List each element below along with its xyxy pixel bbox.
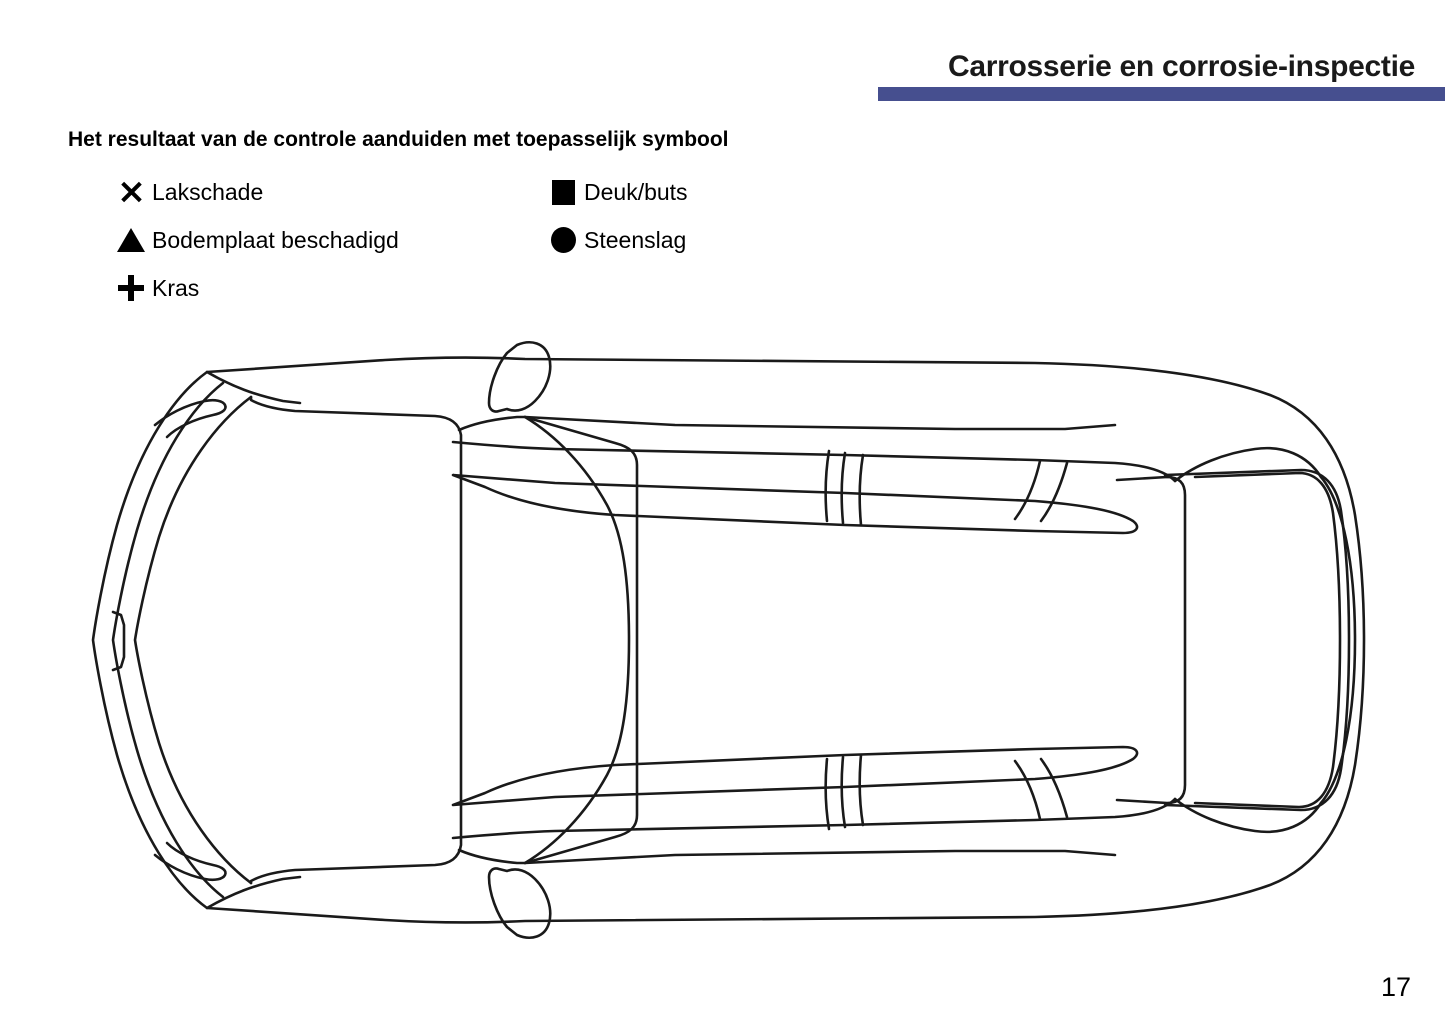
left-rear-quarter-divider-2 (1039, 461, 1069, 523)
page-number: 17 (1380, 972, 1411, 1002)
left-door-divider-a (824, 449, 831, 523)
rear-lower-corner-line (1173, 797, 1323, 834)
page-title: Carrosserie en corrosie-inspectie (948, 50, 1415, 83)
left-rear-quarter-divider (1013, 459, 1042, 521)
right-door-divider-a (824, 757, 831, 831)
roof-edge-bottom (523, 849, 1117, 865)
hood-front-crease-top (205, 370, 302, 405)
plus-icon (110, 275, 152, 301)
filled-circle-icon (542, 227, 584, 253)
left-side-window-strip (451, 440, 1177, 483)
car-diagram[interactable] (55, 325, 1395, 955)
front-fender-line-bottom (153, 841, 227, 882)
right-door-divider-b (840, 755, 847, 829)
instruction-heading: Het resultaat van de controle aanduiden … (68, 128, 729, 151)
legend-left-column: Lakschade Bodemplaat beschadigd Kras (110, 168, 399, 312)
left-side-window-lower-edge (451, 473, 1139, 535)
car-body-outline (91, 356, 1366, 924)
left-side-mirror (487, 341, 552, 413)
rear-window-panel (1115, 475, 1187, 805)
roof-edge-top (523, 415, 1117, 431)
rear-bumper-inner-line (1319, 475, 1357, 805)
right-rear-quarter-divider (1013, 759, 1042, 821)
legend-item-deuk-buts: Deuk/buts (542, 168, 688, 216)
car-top-view-svg[interactable] (55, 325, 1395, 955)
left-door-divider-c (858, 453, 865, 527)
legend-item-label: Lakschade (152, 178, 264, 205)
cross-x-icon (110, 180, 152, 204)
hood-front-crease-bottom (205, 875, 302, 910)
legend-item-label: Bodemplaat beschadigd (152, 226, 399, 253)
legend-item-lakschade: Lakschade (110, 168, 399, 216)
right-side-window-lower-edge (451, 745, 1139, 807)
right-rear-quarter-divider-2 (1039, 757, 1069, 819)
front-bumper-inner-line (111, 381, 225, 899)
legend-item-label: Kras (152, 274, 200, 301)
legend-item-bodemplaat-beschadigd: Bodemplaat beschadigd (110, 216, 399, 264)
front-center-notch (111, 610, 126, 672)
windshield-panel (457, 415, 631, 865)
legend-item-steenslag: Steenslag (542, 216, 688, 264)
windshield-glass (523, 415, 639, 865)
right-side-mirror (487, 867, 552, 939)
legend-item-label: Deuk/buts (584, 178, 688, 205)
rear-upper-corner-line (1173, 446, 1323, 483)
front-fender-line-top (153, 398, 227, 439)
left-door-divider-b (840, 451, 847, 525)
legend-item-label: Steenslag (584, 226, 687, 253)
header-accent-rule (878, 87, 1445, 101)
filled-triangle-icon (110, 228, 152, 252)
hood-panel (249, 395, 463, 885)
front-bumper-second-line (133, 395, 253, 885)
legend-right-column: Deuk/buts Steenslag (542, 168, 688, 264)
right-side-window-strip (451, 797, 1177, 840)
right-door-divider-c (858, 753, 865, 827)
legend-item-kras: Kras (110, 264, 399, 312)
filled-square-icon (542, 179, 584, 205)
trunk-lid-outline (1163, 468, 1351, 812)
page-header: Carrosserie en corrosie-inspectie (0, 0, 1445, 104)
trunk-lid-inner-panel (1193, 471, 1342, 809)
